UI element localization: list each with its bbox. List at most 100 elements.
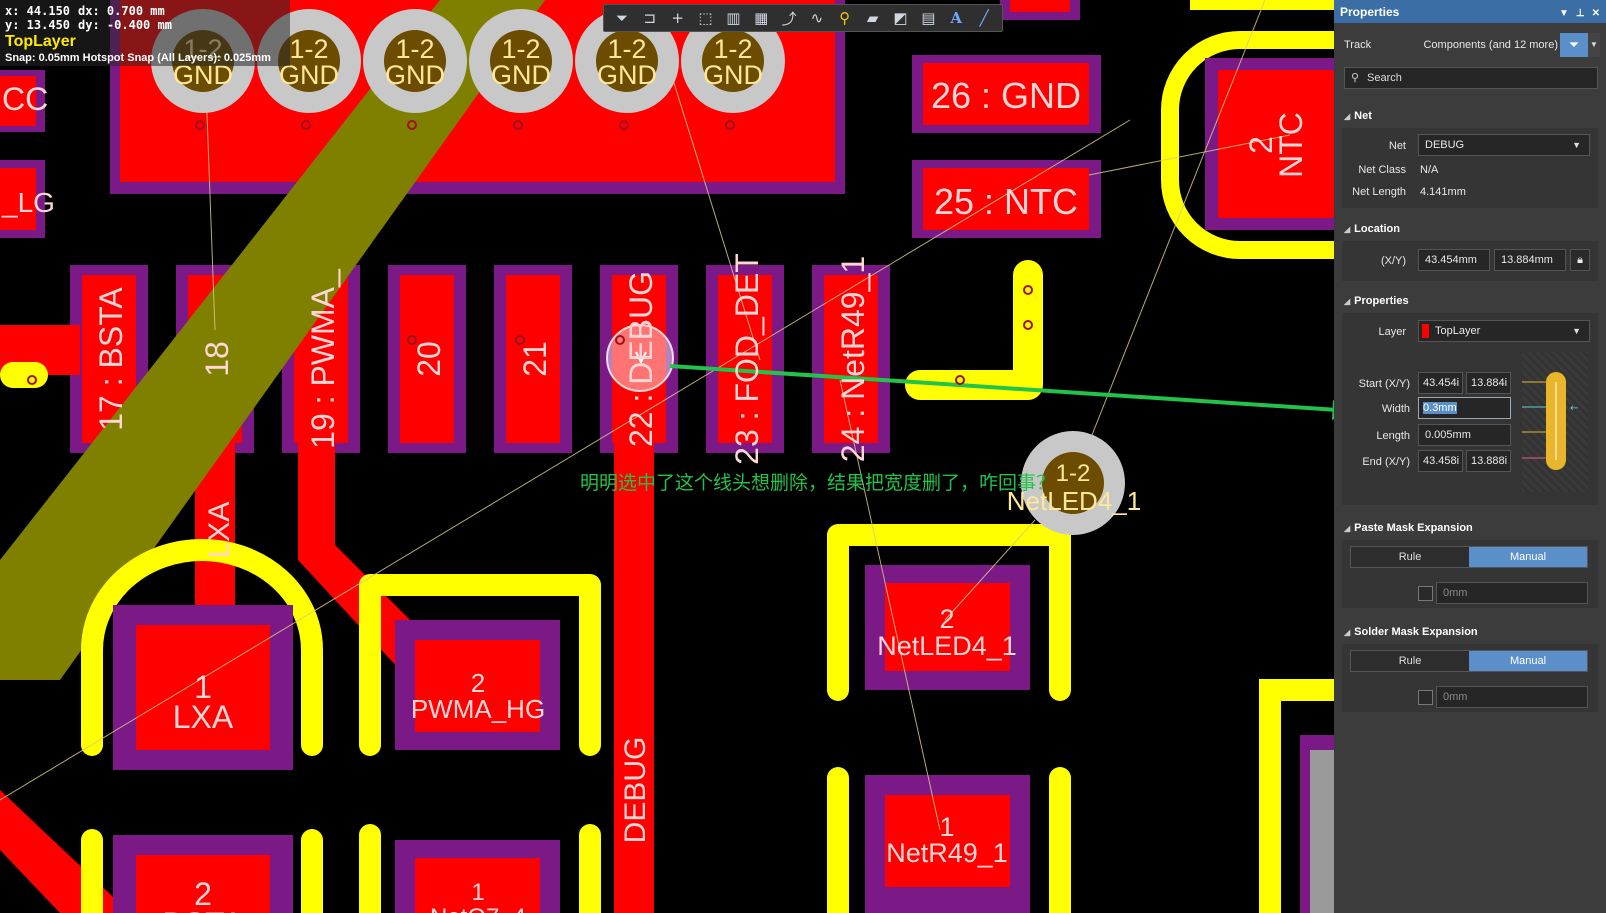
pin-pad-copper xyxy=(718,275,772,443)
net-section-header[interactable]: ◢Net xyxy=(1344,110,1372,122)
keyhole-mark xyxy=(515,335,525,345)
paste-mask-section-header[interactable]: ◢Paste Mask Expansion xyxy=(1344,522,1473,534)
end-x-field[interactable]: 43.458i xyxy=(1418,450,1463,472)
end-y-field[interactable]: 13.888i xyxy=(1466,450,1511,472)
solder-rule-option[interactable]: Rule xyxy=(1351,651,1469,671)
lg-label: _LG xyxy=(1,187,55,218)
keyhole-mark xyxy=(725,120,735,130)
gnd-via-hole xyxy=(702,30,764,92)
bsta-component-name: BSTA xyxy=(162,906,244,913)
chevron-down-icon: ▼ xyxy=(1572,326,1581,336)
solder-mask-toggle[interactable]: Rule Manual xyxy=(1350,650,1588,672)
svg-text:←: ← xyxy=(1570,403,1578,414)
start-x-field[interactable]: 43.454i xyxy=(1418,372,1463,394)
interactive-route-icon[interactable]: ⤴ xyxy=(781,9,797,28)
pwma-component-num: 2 xyxy=(471,668,485,698)
component-icon[interactable]: ▦ xyxy=(754,9,769,27)
paste-mask-value[interactable]: 0mm xyxy=(1436,582,1588,604)
text-icon[interactable]: A xyxy=(950,9,963,27)
dimension-icon[interactable]: ◩ xyxy=(893,9,908,27)
gnd-via-hole xyxy=(596,30,658,92)
line-icon[interactable]: ╱ xyxy=(979,9,989,27)
pin-icon[interactable]: ⚲ xyxy=(839,9,851,27)
pwma-component-name: PWMA_HG xyxy=(411,694,545,724)
route-icon[interactable]: ⊐ xyxy=(643,9,657,27)
led-component-name: NetLED4_1 xyxy=(877,631,1017,661)
solder-mask-value[interactable]: 0mm xyxy=(1436,686,1588,708)
pin-label: 20 xyxy=(411,341,447,377)
solder-manual-option[interactable]: Manual xyxy=(1469,651,1587,671)
net-label: Net xyxy=(1388,140,1406,152)
netq-component-num: 1 xyxy=(471,879,484,906)
graph-icon[interactable]: ▤ xyxy=(921,9,936,27)
solder-mask-section-header[interactable]: ◢Solder Mask Expansion xyxy=(1344,626,1478,638)
net-class-label: Net Class xyxy=(1358,164,1406,176)
net-select[interactable]: DEBUG▼ xyxy=(1418,134,1590,156)
width-label: Width xyxy=(1381,403,1410,415)
align-icon[interactable]: ▥ xyxy=(726,9,741,27)
r49-component-name: NetR49_1 xyxy=(886,838,1008,868)
select-rect-icon[interactable]: ⬚ xyxy=(698,9,713,27)
keyhole-mark xyxy=(301,120,311,130)
pad-26-label: 26 : GND xyxy=(931,75,1081,116)
close-icon[interactable]: ✕ xyxy=(1591,7,1600,19)
pin-label: 18 xyxy=(199,341,235,377)
layer-select[interactable]: TopLayer▼ xyxy=(1418,320,1590,342)
pin-label: 19 : PWMA_ xyxy=(305,268,341,449)
ntc-name-label: NTC xyxy=(1273,112,1309,178)
search-input[interactable]: ⚲ Search xyxy=(1344,67,1598,89)
pin-label: 22 : DEBUG xyxy=(623,271,659,447)
lock-icon[interactable]: 🔒︎ xyxy=(1570,249,1590,271)
pin-pad-copper xyxy=(824,275,878,443)
pin-label: 21 xyxy=(517,341,553,377)
polygon-icon[interactable]: ▰ xyxy=(866,9,879,27)
dropdown-icon[interactable]: ▼ xyxy=(1558,7,1569,19)
hud-y: y: 13.450 xyxy=(5,18,71,32)
gnd-via-label: 1-2 xyxy=(607,34,646,64)
filter-button[interactable]: ⏷ xyxy=(1560,33,1588,57)
paste-manual-option[interactable]: Manual xyxy=(1469,547,1587,567)
gnd-via-label: 1-2 xyxy=(501,34,540,64)
paste-mask-checkbox[interactable] xyxy=(1418,586,1433,601)
paste-mask-toggle[interactable]: Rule Manual xyxy=(1350,546,1588,568)
properties-panel: Properties ▼⊥✕ Track Components (and 12 … xyxy=(1334,0,1606,913)
pin-pad-copper xyxy=(400,275,454,443)
solder-mask-checkbox[interactable] xyxy=(1418,690,1433,705)
gnd-via-label: GND xyxy=(597,60,657,90)
location-x-field[interactable]: 43.454mm xyxy=(1418,249,1490,271)
end-label: End (X/Y) xyxy=(1362,456,1410,468)
pin-panel-icon[interactable]: ⊥ xyxy=(1575,7,1585,19)
lxa-component-num: 1 xyxy=(194,669,212,705)
start-y-field[interactable]: 13.884i xyxy=(1466,372,1511,394)
start-label: Start (X/Y) xyxy=(1358,378,1410,390)
lxa-trace-label: LXA xyxy=(203,502,236,559)
length-field[interactable]: 0.005mm xyxy=(1418,424,1511,446)
properties-section-header[interactable]: ◢Properties xyxy=(1344,295,1409,307)
r49-component-num: 1 xyxy=(939,812,954,842)
diff-pair-icon[interactable]: ∿ xyxy=(810,9,824,27)
gnd-via-hole xyxy=(278,30,340,92)
paste-rule-option[interactable]: Rule xyxy=(1351,547,1469,567)
pad-25-label: 25 : NTC xyxy=(934,181,1078,222)
keyhole-mark xyxy=(615,335,625,345)
object-type: Track xyxy=(1344,39,1372,51)
led-via-num: 1-2 xyxy=(1056,460,1091,487)
gnd-via-hole xyxy=(490,30,552,92)
filter-dropdown[interactable]: ▼ xyxy=(1588,33,1600,57)
width-field[interactable]: 0.3mm xyxy=(1418,397,1511,419)
netq-component-name: NetQ7_4 xyxy=(430,904,526,913)
track-diagram: ← xyxy=(1512,352,1588,492)
hud-layer: TopLayer xyxy=(5,33,76,50)
lxa-component-name: LXA xyxy=(173,699,234,735)
pin-pad-copper xyxy=(506,275,560,443)
location-section-header[interactable]: ◢Location xyxy=(1344,223,1400,235)
filter-icon[interactable]: ⏷ xyxy=(615,9,628,27)
location-y-field[interactable]: 13.884mm xyxy=(1494,249,1566,271)
cross-icon[interactable]: + xyxy=(671,9,684,27)
annotation-note: 明明选中了这个线头想删除，结果把宽度删了，咋回事？ xyxy=(580,472,1056,494)
keyhole-mark xyxy=(955,375,965,385)
keyhole-mark xyxy=(619,120,629,130)
pin-label: 17 : BSTA xyxy=(93,287,129,431)
